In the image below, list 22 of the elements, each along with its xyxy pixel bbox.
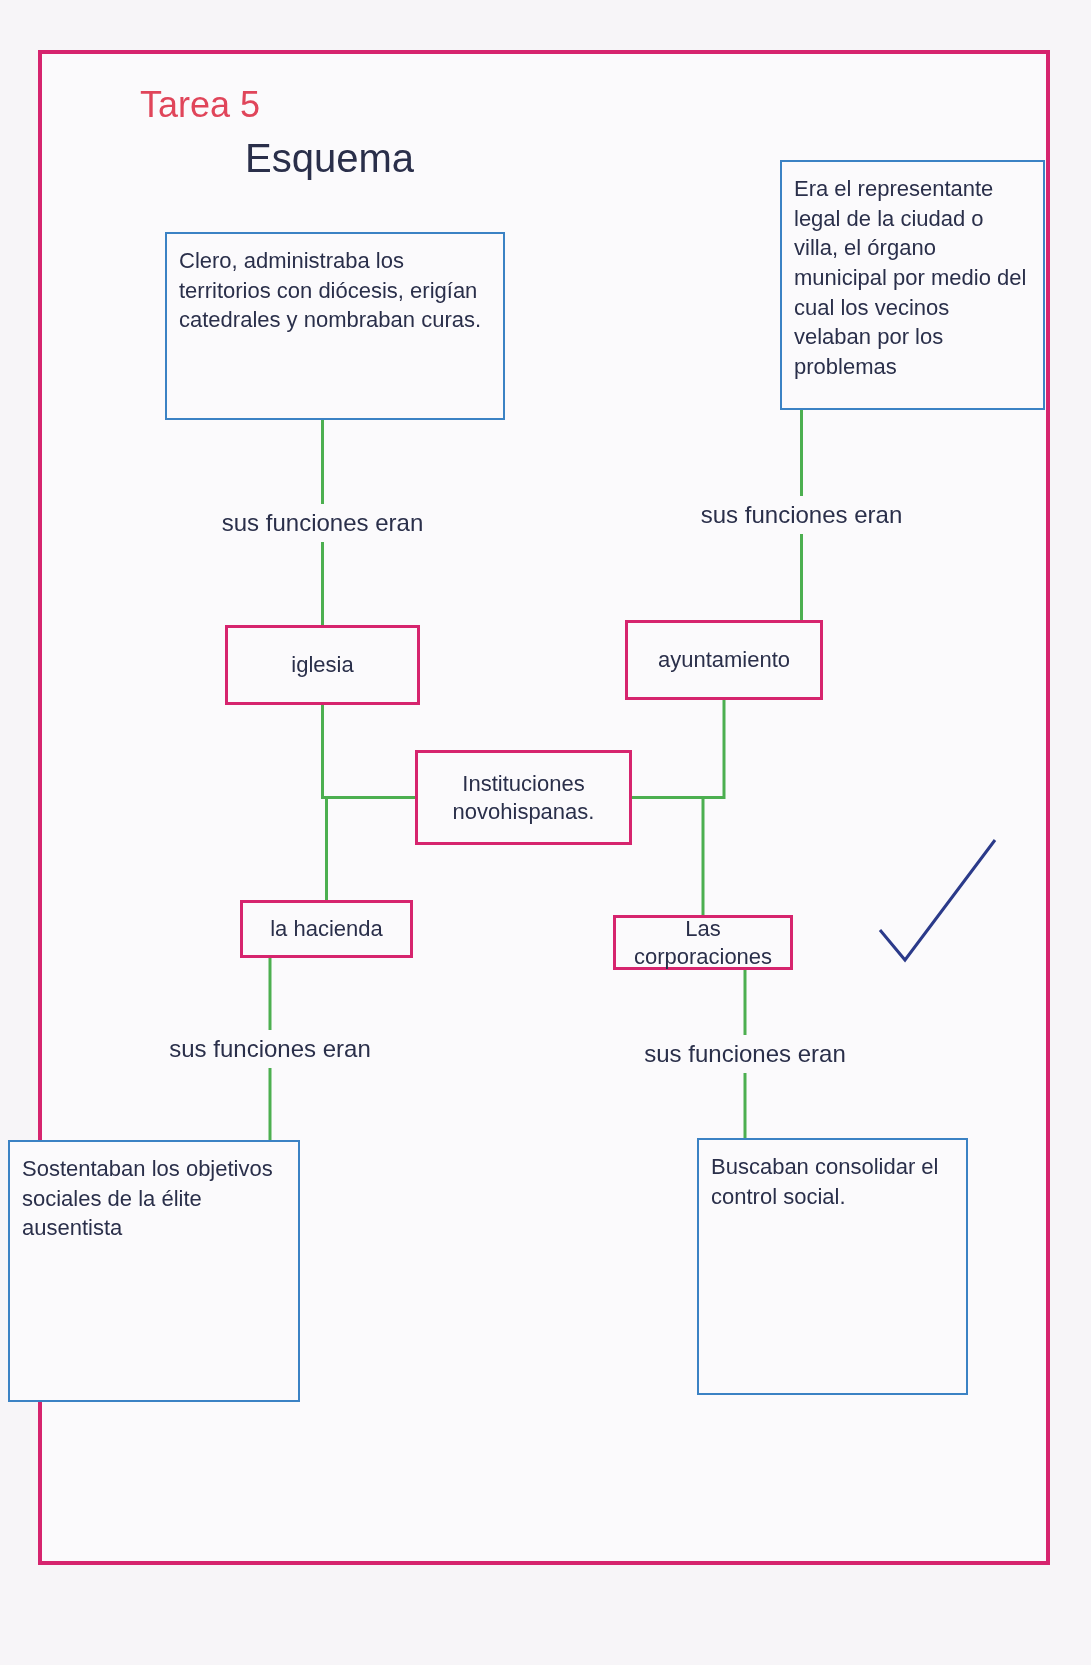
node-text: ayuntamiento	[657, 646, 791, 674]
title: Esquema	[245, 135, 414, 182]
node-text: Las corporaciones	[632, 915, 774, 970]
node-text: Clero, administraba los territorios con diócesis, erigían catedrales y nombraban curas.	[179, 247, 483, 335]
connector-line	[325, 796, 415, 900]
description-box	[697, 1138, 968, 1395]
description-box	[8, 1140, 300, 1402]
institution-box	[625, 620, 823, 700]
node-text: iglesia	[291, 651, 354, 679]
connector-line	[632, 796, 705, 915]
node-text: Buscaban consolidar el control social.	[711, 1153, 940, 1211]
node-text: Sostentaban los objetivos sociales de la élite ausentista	[22, 1155, 274, 1243]
node-text: Era el representante legal de la ciudad o villa, el órgano municipal por medio del cual los vecinos velaban por los problemas	[794, 175, 1028, 382]
institution-box	[225, 625, 420, 705]
institution-box	[613, 915, 793, 970]
node-text: la hacienda	[270, 915, 383, 943]
node-text: Instituciones novohispanas.	[451, 770, 596, 825]
description-box	[780, 160, 1045, 410]
institution-box	[240, 900, 413, 958]
description-box	[165, 232, 505, 420]
institution-box	[415, 750, 632, 845]
assignment-label: Tarea 5	[140, 83, 261, 127]
